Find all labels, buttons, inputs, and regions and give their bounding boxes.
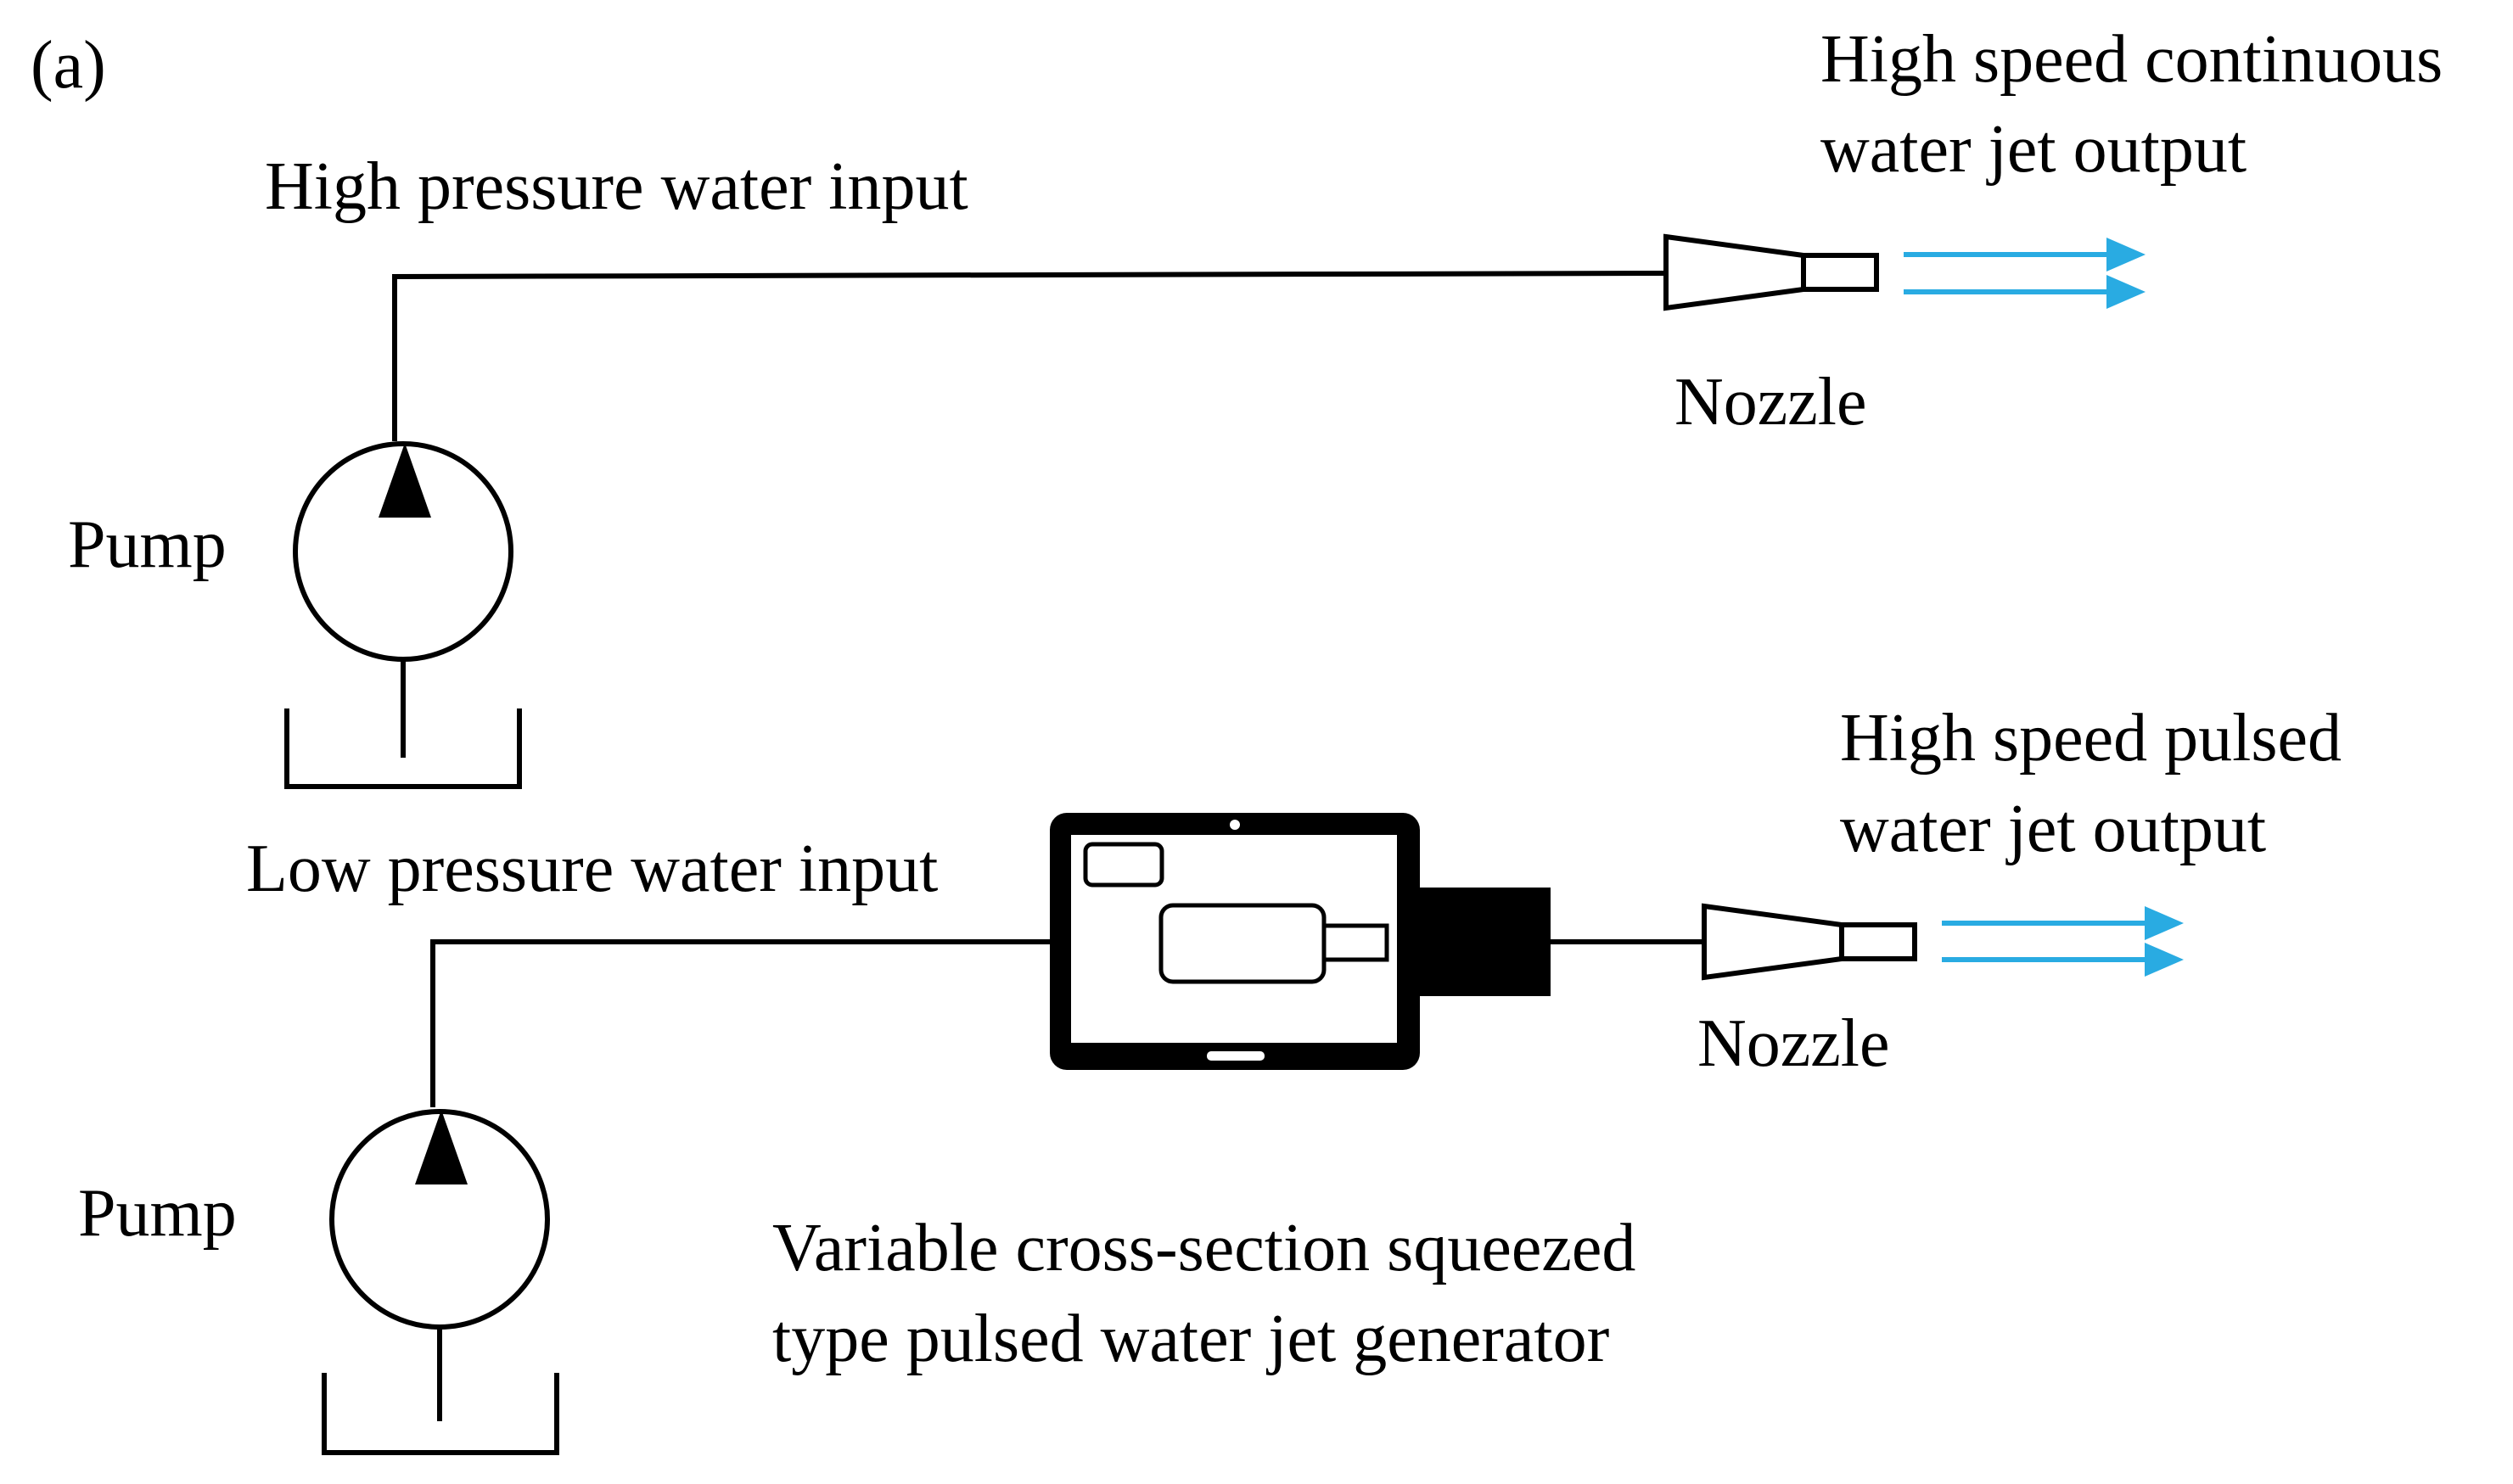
pump-label: Pump [68, 507, 227, 582]
pulsed-jet-arrows-icon [1942, 906, 2184, 977]
continuous-system: High pressure water input High speed con… [68, 22, 2443, 789]
pulsed-output-label-line2: water jet output [1840, 792, 2266, 866]
panel-label: (a) [31, 28, 106, 103]
nozzle-label: Nozzle [1697, 1006, 1890, 1081]
continuous-output-label-line1: High speed continuous [1820, 22, 2443, 97]
high-pressure-pipe [392, 271, 1667, 441]
pulsed-jet-generator-icon [1050, 813, 1551, 1070]
nozzle-label: Nozzle [1674, 365, 1867, 440]
low-pressure-pipe [430, 939, 1052, 1107]
pump-arrow-icon [415, 1110, 468, 1184]
nozzle-icon [1702, 903, 1917, 981]
continuous-jet-arrows-icon [1904, 238, 2146, 309]
generator-label-line2: type pulsed water jet generator [772, 1302, 1609, 1376]
low-pressure-input-label: Low pressure water input [246, 832, 938, 906]
water-tank-icon [322, 1373, 559, 1455]
pump-label: Pump [78, 1176, 237, 1251]
high-pressure-input-label: High pressure water input [265, 149, 968, 224]
pulsed-system: Low pressure water input High speed puls… [78, 701, 2342, 1455]
nozzle-icon [1663, 233, 1879, 311]
continuous-output-label-line2: water jet output [1820, 112, 2247, 187]
pulsed-output-label-line1: High speed pulsed [1840, 701, 2342, 776]
water-tank-icon [284, 708, 522, 789]
generator-label-line1: Variable cross-section squeezed [772, 1211, 1635, 1285]
pump-arrow-icon [379, 443, 431, 518]
